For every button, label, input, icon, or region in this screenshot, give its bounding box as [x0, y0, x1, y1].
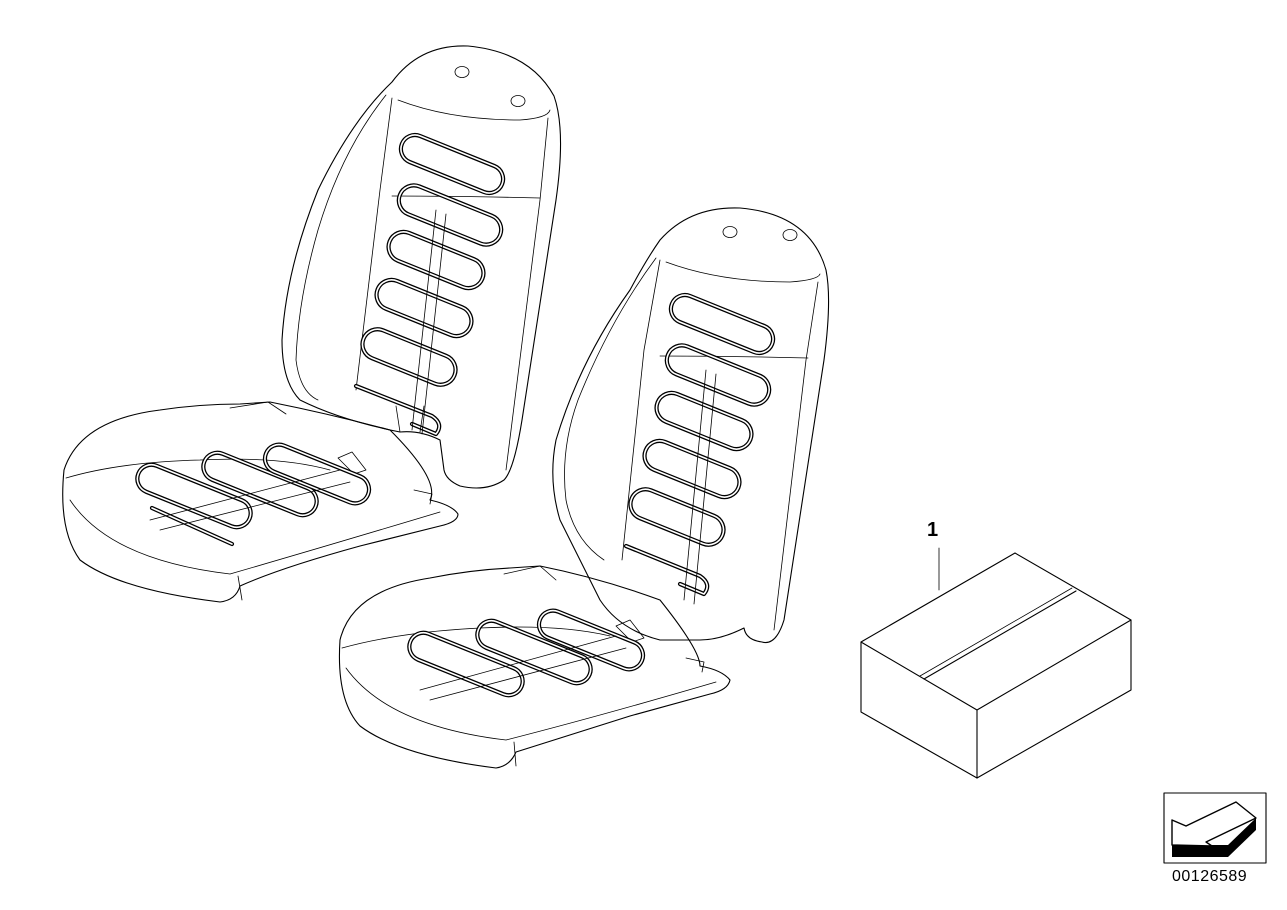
- right-cushion-heating-element-icon: [338, 565, 731, 769]
- parts-box-icon: [860, 547, 1132, 779]
- part-number-label: 1: [927, 519, 939, 541]
- orientation-arrow-icon: [1163, 792, 1267, 864]
- document-number: 00126589: [1172, 868, 1248, 885]
- left-cushion-heating-element-icon: [62, 401, 459, 603]
- left-backrest-heating-element-icon: [281, 45, 562, 489]
- right-backrest-heating-element-icon: [552, 207, 830, 644]
